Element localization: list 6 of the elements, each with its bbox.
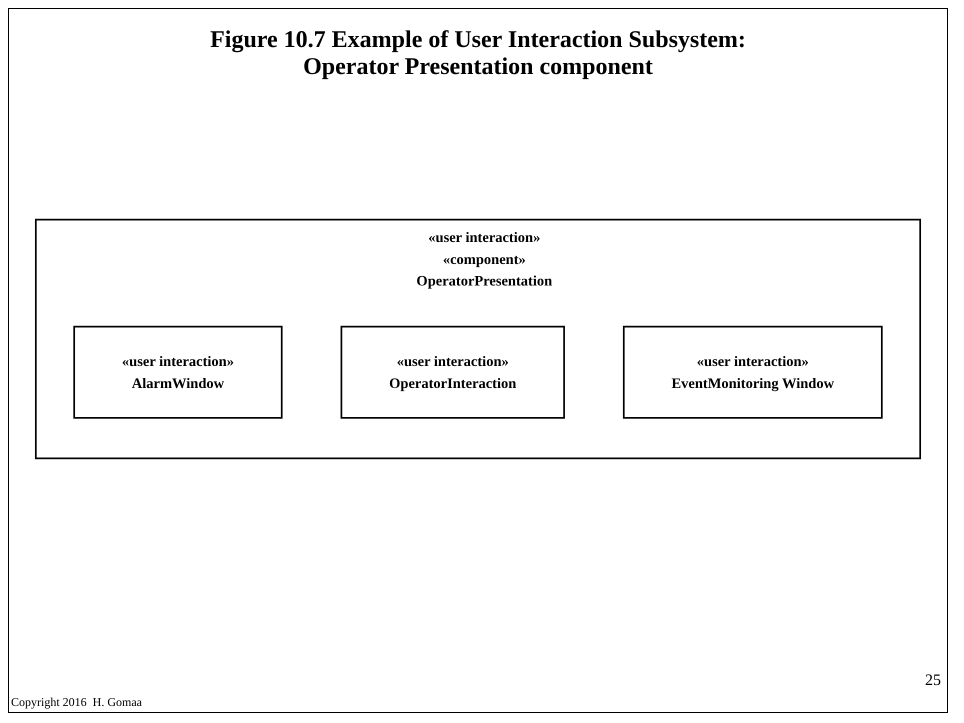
node-box: «user interaction» OperatorInteraction (340, 326, 565, 419)
node-box: «user interaction» EventMonitoring Window (622, 326, 883, 419)
page-number: 25 (925, 672, 941, 690)
copyright-note: Copyright 2016 H. Gomaa (11, 695, 142, 710)
diagram-title: Figure 10.7 Example of User Interaction Subsystem: Operator Presentation component (209, 27, 747, 81)
node-box: «user interaction» AlarmWindow (73, 326, 283, 419)
